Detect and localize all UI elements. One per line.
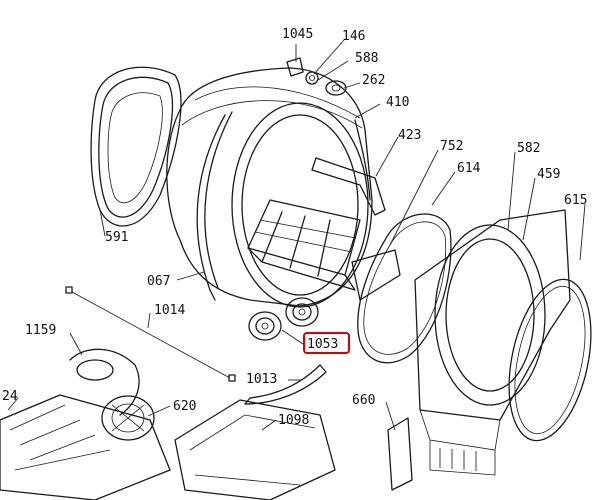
filter-660 — [387, 417, 413, 491]
drum-basket-423 — [247, 157, 401, 301]
label-1159: 1159 — [25, 323, 56, 338]
label-1098: 1098 — [278, 413, 309, 428]
front-panel-582 — [414, 209, 571, 476]
door-seal-591 — [90, 66, 182, 227]
label-146: 146 — [342, 29, 365, 44]
label-423: 423 — [398, 128, 421, 143]
label-620: 620 — [173, 399, 196, 414]
label-588: 588 — [355, 51, 378, 66]
label-262: 262 — [362, 73, 385, 88]
label-614: 614 — [457, 161, 481, 176]
label-1045: 1045 — [282, 27, 313, 42]
leader-lines — [7, 39, 586, 431]
front-seal-752 — [357, 213, 452, 364]
label-1053: 1053 — [307, 337, 338, 352]
label-24: 24 — [2, 389, 18, 404]
label-410: 410 — [386, 95, 409, 110]
label-1013: 1013 — [246, 372, 277, 387]
label-459: 459 — [537, 167, 560, 182]
label-1014: 1014 — [154, 303, 185, 318]
base-frame-1098 — [174, 399, 336, 500]
highlight-box-1053 — [303, 332, 350, 354]
label-615: 615 — [564, 193, 587, 208]
drum-410 — [166, 67, 373, 308]
label-752: 752 — [440, 139, 463, 154]
wire-1014 — [65, 286, 236, 382]
label-582: 582 — [517, 141, 540, 156]
label-660: 660 — [352, 393, 375, 408]
motor-assembly-620 — [0, 348, 171, 500]
label-067: 067 — [147, 274, 170, 289]
drum-rollers-1053 — [248, 297, 319, 341]
hub-parts — [286, 57, 347, 96]
bracket-1013 — [244, 364, 327, 405]
label-591: 591 — [105, 230, 128, 245]
door-seal-615 — [508, 278, 592, 442]
